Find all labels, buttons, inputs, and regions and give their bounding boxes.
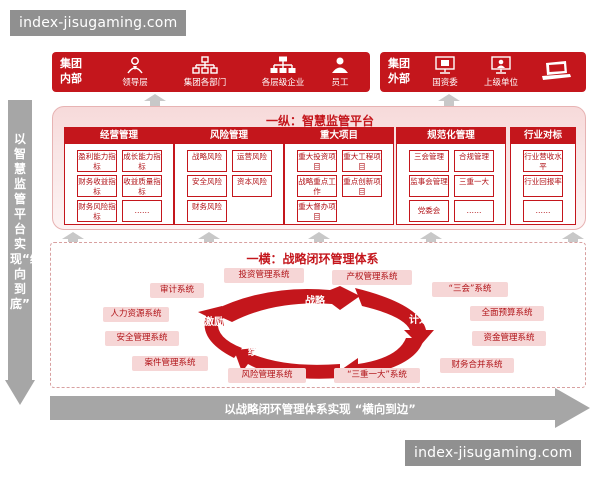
external-group-label: 集团外部 [388, 57, 410, 85]
project-cell: 重大工程项目 [342, 150, 382, 172]
stakeholder-laptop [536, 60, 576, 84]
up-arrow-icon [562, 232, 584, 244]
up-arrow-icon [198, 232, 220, 244]
system-tag-funds: 资金管理系统 [472, 331, 546, 346]
system-tag-audit: 审计系统 [150, 283, 204, 298]
system-tag-risk: 风险管理系统 [228, 368, 306, 383]
governance-cell: 监事会管理 [409, 175, 449, 197]
system-tag-budget: 全面预算系统 [470, 306, 544, 321]
system-tag-investment: 投资管理系统 [224, 268, 304, 283]
stakeholder-sasac: 国资委 [425, 56, 465, 88]
watermark-bottom: index-jisugaming.com [405, 440, 582, 466]
risk-cell: 运营风险 [232, 150, 272, 172]
cycle-label-performance: 绩效 [248, 347, 268, 358]
up-arrow-icon [62, 232, 84, 244]
column-major-projects: 重大项目 重大投资项目 重大工程项目 战略重点工作 重点创新项目 重大督办项目 [284, 127, 394, 225]
column-title: 行业对标 [511, 128, 575, 144]
stakeholder-label: 领导层 [122, 78, 148, 88]
up-arrow-icon [438, 94, 460, 106]
stakeholder-employees: 员工 [320, 56, 360, 88]
up-arrow-icon [144, 94, 166, 106]
stakeholder-departments: 集团各部门 [170, 56, 240, 88]
cycle-segment-performance [234, 348, 340, 379]
stakeholder-label: 国资委 [432, 78, 458, 88]
cycle-segment-plan [355, 288, 434, 346]
governance-cell: …… [454, 200, 494, 222]
system-tag-hr: 人力资源系统 [103, 307, 169, 322]
internal-group-box: 集团内部 领导层 集团各部门 各层级企业 [52, 52, 370, 92]
metric-cell: 成长能力指标 [122, 150, 162, 172]
metric-cell: 收益质量指标 [122, 175, 162, 197]
external-group-box: 集团外部 国资委 上级单位 [380, 52, 586, 92]
departments-icon [192, 56, 218, 74]
benchmark-cell: 行业回报率 [523, 175, 563, 197]
system-tag-safety: 安全管理系统 [105, 331, 179, 346]
project-cell: 重点创新项目 [342, 175, 382, 197]
system-tag-property-rights: 产权管理系统 [332, 270, 412, 285]
project-cell: 战略重点工作 [297, 175, 337, 197]
stakeholder-label: 集团各部门 [183, 78, 227, 88]
stakeholder-leadership: 领导层 [110, 56, 160, 88]
project-cell: 重大督办项目 [297, 200, 337, 222]
cycle-label-plan: 计划 [409, 315, 429, 326]
governance-cell: 三会管理 [409, 150, 449, 172]
platform-title: 一纵：智慧监管平台 [265, 114, 374, 128]
project-cell: 重大投资项目 [297, 150, 337, 172]
cycle-label-incentive: 激励 [204, 317, 224, 328]
column-standardization: 规范化管理 三会管理 合规管理 监事会管理 三重一大 党委会 …… [396, 127, 506, 225]
closed-loop-title: 一横：战略闭环管理体系 [246, 252, 379, 266]
cycle-label-budget: 预算 [358, 347, 378, 358]
metric-cell: …… [122, 200, 162, 222]
up-arrow-icon [308, 232, 330, 244]
stakeholder-superior-unit: 上级单位 [476, 56, 526, 88]
watermark-top: index-jisugaming.com [10, 10, 187, 36]
governance-cell: 合规管理 [454, 150, 494, 172]
up-arrow-icon [420, 232, 442, 244]
metric-cell: 盈利能力指标 [77, 150, 117, 172]
column-title: 风险管理 [175, 128, 283, 144]
system-tag-consolidation: 财务合并系统 [440, 358, 514, 373]
cycle-segment-strategy [210, 286, 360, 322]
employee-icon [332, 57, 348, 73]
horizontal-arrow-banner [50, 388, 590, 428]
system-tag-three-meetings: “三会”系统 [432, 282, 508, 297]
risk-cell: 安全风险 [187, 175, 227, 197]
system-tag-three-important-one-large: “三重一大”系统 [334, 368, 420, 383]
vertical-banner-text: 以智慧监管平台实现“纵向到底” [10, 132, 42, 311]
column-risk: 风险管理 战略风险 运营风险 安全风险 资本风险 财务风险 [174, 127, 284, 225]
laptop-icon [542, 61, 571, 80]
internal-group-label: 集团内部 [60, 57, 82, 85]
stakeholder-label: 员工 [331, 78, 349, 88]
cycle-label-strategy: 战略 [305, 296, 325, 307]
column-title: 经营管理 [65, 128, 173, 144]
governance-cell: 三重一大 [454, 175, 494, 197]
risk-cell: 资本风险 [232, 175, 272, 197]
column-operations: 经营管理 盈利能力指标 成长能力指标 财务收益指标 收益质量指标 财务风险指标 … [64, 127, 174, 225]
benchmark-cell: 行业营收水平 [523, 150, 563, 172]
horizontal-banner-text: 以战略闭环管理体系实现 “横向到边” [224, 402, 416, 416]
metric-cell: 财务风险指标 [77, 200, 117, 222]
superior-unit-icon [491, 56, 511, 74]
cycle-segment-incentive [198, 306, 242, 358]
stakeholder-label: 各层级企业 [261, 78, 305, 88]
sasac-icon [435, 56, 455, 74]
system-tag-cases: 案件管理系统 [132, 356, 208, 371]
benchmark-cell: …… [523, 200, 563, 222]
org-chart-icon [270, 56, 296, 73]
stakeholder-label: 上级单位 [483, 78, 518, 88]
vertical-arrow-banner [5, 100, 35, 405]
governance-cell: 党委会 [409, 200, 449, 222]
risk-cell: 战略风险 [187, 150, 227, 172]
column-benchmark: 行业对标 行业营收水平 行业回报率 …… [510, 127, 576, 225]
risk-cell: 财务风险 [187, 200, 227, 222]
stakeholder-enterprises: 各层级企业 [248, 56, 318, 88]
column-title: 规范化管理 [397, 128, 505, 144]
metric-cell: 财务收益指标 [77, 175, 117, 197]
column-title: 重大项目 [285, 128, 393, 144]
leadership-icon [127, 57, 143, 74]
